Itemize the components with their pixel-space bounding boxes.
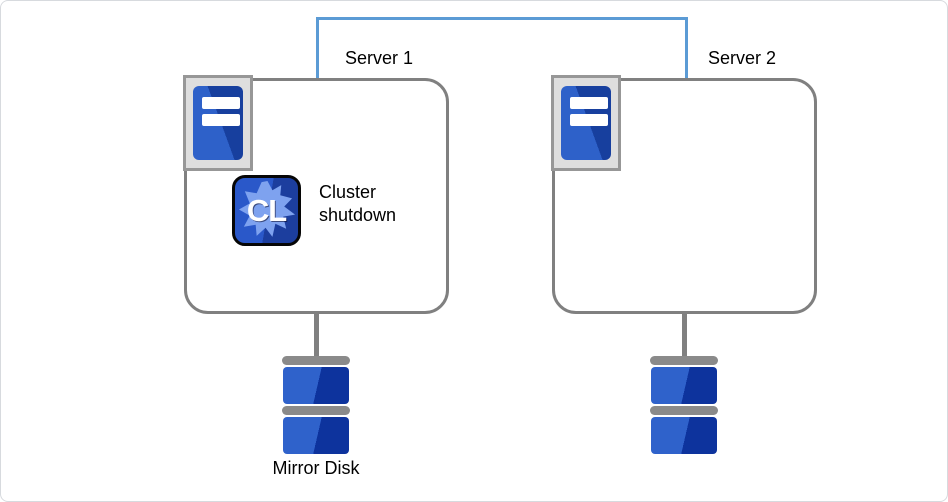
interconnect-line-server1 (316, 17, 319, 79)
server1-disk-connector (314, 312, 319, 359)
disk-bar (650, 356, 718, 365)
cluster-shutdown-label: Cluster shutdown (319, 182, 397, 225)
server2-tower-icon (551, 75, 621, 171)
mirror-disk-icon-server1 (282, 356, 350, 454)
disk-platter (651, 367, 717, 404)
cl-cluster-icon: CL (232, 175, 301, 246)
server-tower-slot (202, 114, 240, 126)
disk-platter (283, 417, 349, 454)
mirror-disk-label: Mirror Disk (272, 458, 360, 478)
disk-bar (282, 406, 350, 415)
server1-tower-icon (183, 75, 253, 171)
interconnect-line-horizontal (316, 17, 688, 20)
server1-label: Server 1 (345, 48, 414, 68)
server-tower-slot (570, 114, 608, 126)
server-tower-body (193, 86, 243, 160)
server2-disk-connector (682, 312, 687, 359)
interconnect-line-server2 (685, 17, 688, 79)
server-tower-slot (202, 97, 240, 109)
server-tower-body (561, 86, 611, 160)
gear-shape-icon (238, 181, 296, 237)
disk-platter (283, 367, 349, 404)
server2-label: Server 2 (708, 48, 777, 68)
server-tower-slot (570, 97, 608, 109)
disk-platter (651, 417, 717, 454)
cl-icon-text: CL (246, 192, 287, 228)
mirror-disk-icon-server2 (650, 356, 718, 454)
disk-bar (282, 356, 350, 365)
disk-bar (650, 406, 718, 415)
